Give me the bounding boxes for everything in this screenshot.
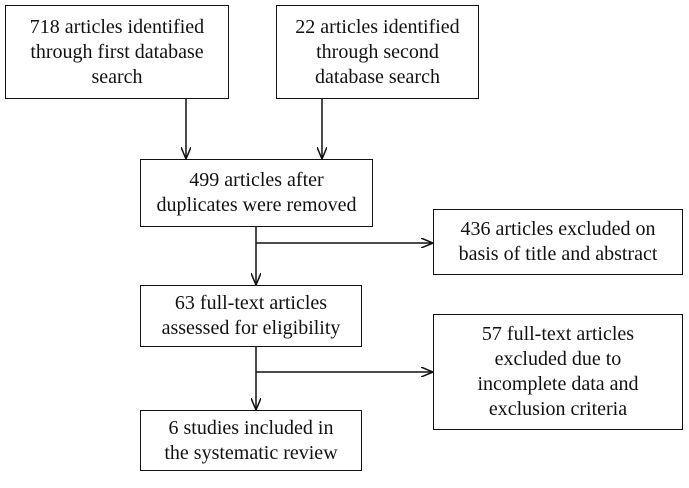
box-text-line: search: [91, 65, 143, 88]
box-text-line: 718 articles identified: [29, 15, 205, 38]
box-text-line: duplicates were removed: [156, 194, 357, 216]
box-text-line: excluded due to: [494, 348, 622, 370]
box-excluded-full-text: 57 full-text articles excluded due to inco…: [433, 314, 683, 430]
box-excluded-title-abstract-text: 436 articles excluded on basis of title a…: [459, 217, 658, 267]
box-text-line: assessed for eligibility: [161, 317, 341, 339]
box-text-line: incomplete data and: [477, 373, 639, 395]
box-text-line: 6 studies included in: [168, 416, 334, 439]
box-full-text-assessed-text: 63 full-text articles assessed for eligib…: [162, 291, 341, 341]
box-after-duplicates-removed-text: 499 articles after duplicates were remove…: [157, 168, 357, 218]
box-text-line: 63 full-text articles: [174, 292, 328, 314]
box-text-line: basis of title and abstract: [458, 243, 658, 265]
box-excluded-full-text-text: 57 full-text articles excluded due to inco…: [477, 322, 638, 422]
box-text-line: 436 articles excluded on: [460, 218, 656, 240]
box-text-line: through first database: [30, 40, 204, 63]
box-text-line: database search: [315, 65, 440, 88]
box-full-text-assessed: 63 full-text articles assessed for eligib…: [140, 285, 362, 347]
box-text-line: 499 articles after: [189, 169, 324, 191]
box-text-line: exclusion criteria: [488, 398, 628, 420]
box-text-line: 22 articles identified: [295, 15, 460, 38]
box-text-line: 57 full-text articles: [481, 323, 635, 345]
box-excluded-title-abstract: 436 articles excluded on basis of title a…: [433, 209, 683, 275]
box-text-line: the systematic review: [164, 441, 338, 464]
box-text-line: through second: [316, 40, 439, 63]
box-after-duplicates-removed: 499 articles after duplicates were remove…: [140, 159, 373, 227]
